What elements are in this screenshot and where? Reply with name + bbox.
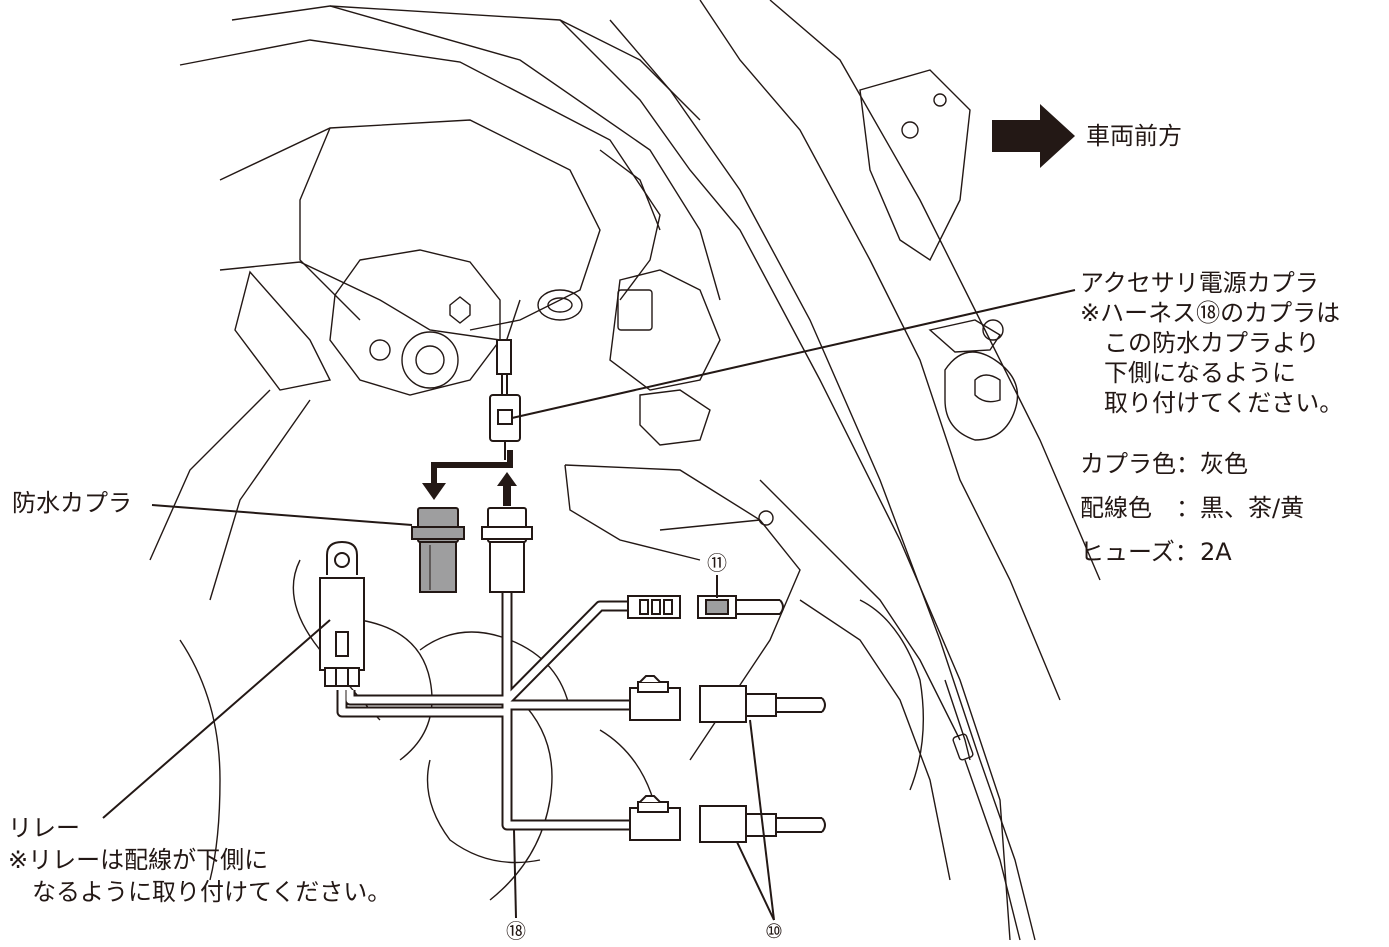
spec-fuse-label: ヒューズ： [1080,538,1199,566]
accessory-power-coupler [489,339,521,460]
relay-note-2: なるように取り付けてください。 [8,878,392,906]
coupler-10-lower [629,795,826,843]
vehicle-front-arrow [992,104,1075,168]
accessory-coupler-note-3: 下側になるように [1080,359,1296,387]
waterproof-coupler-label: 防水カプラ [12,489,132,517]
harness-wires [336,590,630,831]
spec-wire-color-value: 黒、茶/黄 [1200,494,1305,522]
coupler-11-pair [627,595,784,619]
relay-title: リレー [8,814,80,842]
relay-note-1: ※リレーは配線が下側に [8,846,269,874]
motorcycle-frame [149,0,1101,941]
part-number-10: ⑩ [765,919,783,943]
accessory-coupler-note-4: 取り付けてください。 [1080,389,1344,417]
vehicle-front-label: 車両前方 [1086,122,1182,150]
leader-lines [102,289,1076,921]
accessory-coupler-note-1: ※ハーネス⑱のカプラは [1080,299,1341,327]
spec-coupler-color-value: 灰色 [1200,450,1248,478]
accessory-coupler-title: アクセサリ電源カプラ [1080,269,1319,297]
route-arrows [422,450,517,506]
harness-18-coupler [481,507,533,593]
part-number-11: ⑪ [707,551,727,575]
spec-fuse-value: 2A [1200,538,1232,566]
coupler-10-upper [629,675,826,723]
relay [319,540,365,687]
spec-wire-color-label: 配線色 ： [1080,494,1200,522]
part-number-18: ⑱ [506,919,526,943]
waterproof-coupler [411,507,465,593]
accessory-coupler-note-2: この防水カプラより [1080,329,1320,357]
spec-coupler-color-label: カプラ色： [1080,450,1200,478]
